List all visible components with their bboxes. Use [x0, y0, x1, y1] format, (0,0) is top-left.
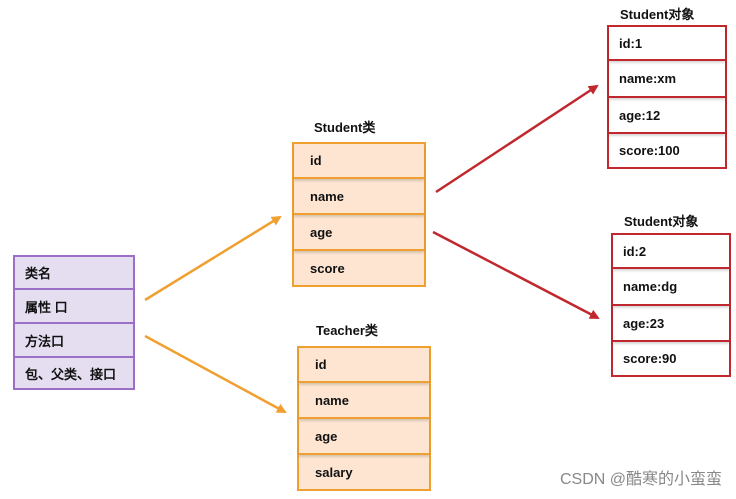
student-object-1-score: score:100 [619, 143, 680, 158]
watermark-text: CSDN @酷寒的小蛮蛮 [559, 471, 722, 488]
student-object-2-score: score:90 [623, 351, 677, 366]
teacher-class-field-id: id [299, 348, 429, 383]
student-class-field-id: id [294, 144, 424, 179]
student-class-field-age: age [294, 215, 424, 251]
class-package-parent-interface-row: 包、父类、接口 [25, 367, 117, 382]
class-structure-box: 类名 属性 口 方法口 包、父类、接口 [13, 255, 135, 390]
student-object-1-name: name:xm [609, 61, 725, 98]
class-methods-row: 方法口 [15, 324, 133, 358]
student-object-2-box: id:2 name:dg age:23 score:90 [611, 233, 731, 377]
teacher-class-field-salary: salary [315, 464, 353, 480]
student-class-field-score: score [310, 260, 345, 276]
student-object-1-box: id:1 name:xm age:12 score:100 [607, 25, 727, 169]
student-object-2-title: Student对象 [624, 214, 699, 229]
student-object-2-name: name:dg [613, 269, 729, 306]
student-class-field-name: name [294, 179, 424, 215]
arrow-student-to-object-2 [432, 230, 600, 320]
student-object-1-id: id:1 [609, 27, 725, 61]
arrow-class-to-teacher [144, 334, 287, 414]
class-attributes-row: 属性 口 [15, 290, 133, 324]
class-name-row: 类名 [15, 257, 133, 290]
student-object-2-id: id:2 [613, 235, 729, 269]
teacher-class-box: id name age salary [297, 346, 431, 491]
arrow-student-to-object-1 [435, 84, 599, 194]
teacher-class-title: Teacher类 [316, 323, 378, 338]
student-class-title: Student类 [314, 120, 376, 135]
student-class-box: id name age score [292, 142, 426, 287]
student-object-1-title: Student对象 [620, 7, 695, 22]
teacher-class-field-name: name [299, 383, 429, 419]
arrow-class-to-student [144, 215, 282, 302]
student-object-2-age: age:23 [613, 306, 729, 342]
student-object-1-age: age:12 [609, 98, 725, 134]
teacher-class-field-age: age [299, 419, 429, 455]
